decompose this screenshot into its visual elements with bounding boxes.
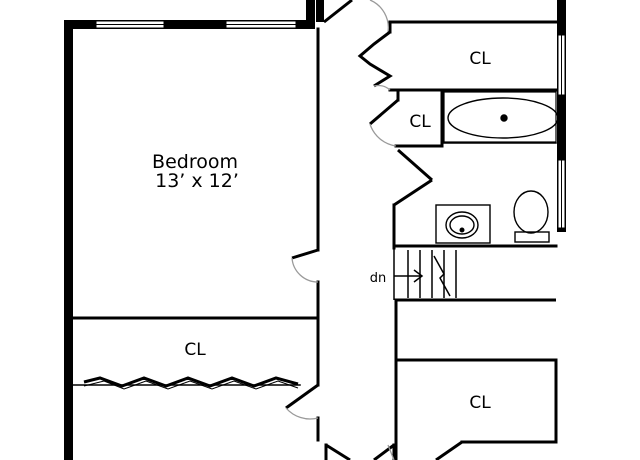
wall-right [557,0,566,232]
closet-label-bedroom: CL [184,340,206,360]
sink-basin [445,211,479,239]
bathtub [443,91,557,143]
bathroom-fixtures [435,91,559,244]
doors [285,0,463,460]
toilet-tank [514,231,550,243]
bedroom-name-label: Bedroom [152,151,238,173]
wall-top-bedroom [64,20,310,29]
sink-vanity [435,204,491,244]
wall-left [64,20,73,460]
bedroom-dimensions-label: 13’ x 12’ [155,170,239,192]
interior-walls [71,20,558,460]
wall-hall-top [316,0,324,22]
closet-label-small: CL [409,112,431,132]
closet-label-bottom-right: CL [469,393,491,413]
wall-top-stub [306,0,315,29]
bathtub-basin [447,97,559,139]
stairs [393,248,556,302]
windows [95,20,566,229]
stairs-down-label: dn [370,271,387,286]
exterior-walls [64,0,566,460]
bedroom-closet-bifold [83,376,299,388]
closet-label-top-right: CL [469,49,491,69]
bathtub-drain [500,114,508,122]
toilet-bowl [513,190,549,234]
